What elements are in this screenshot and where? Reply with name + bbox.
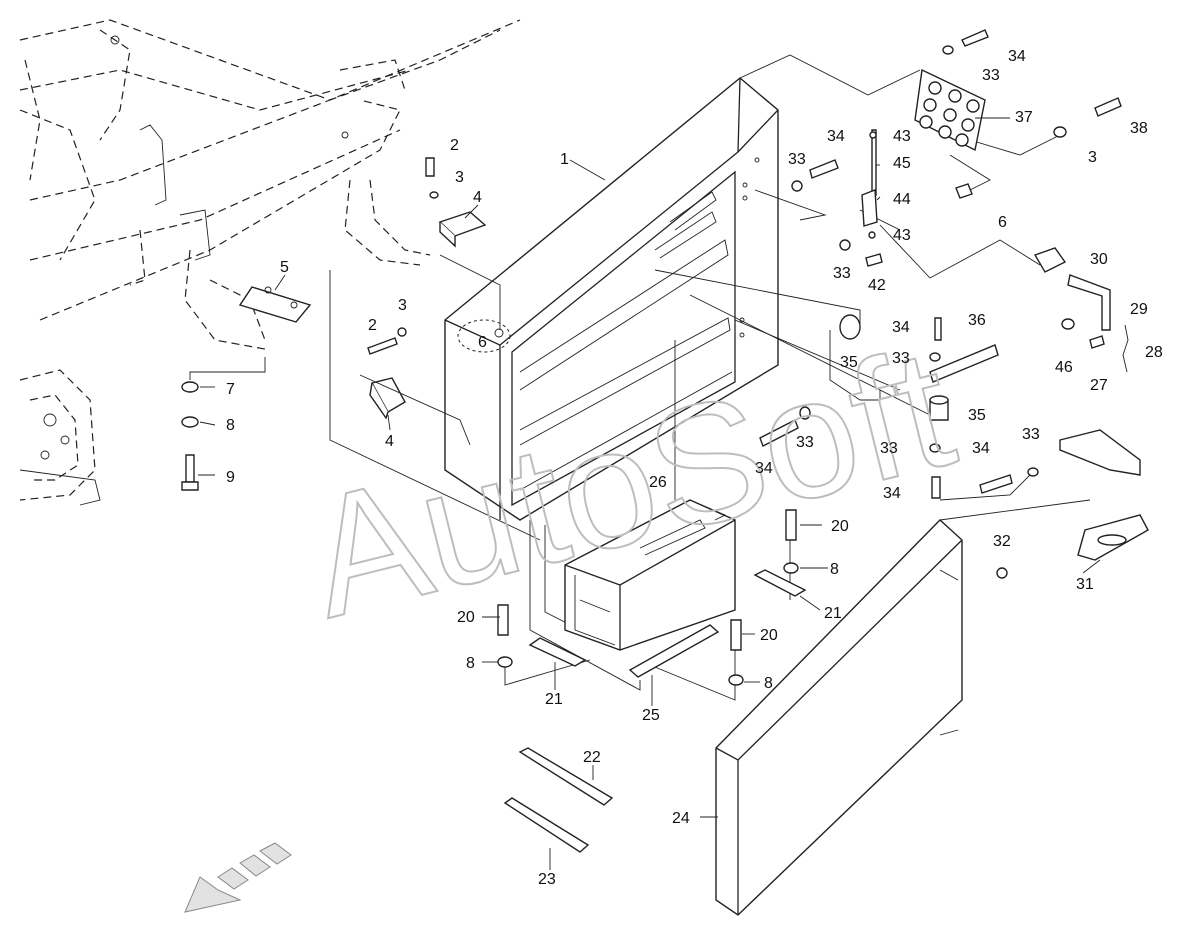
callout-2: 2 — [450, 137, 459, 154]
callout-9: 9 — [226, 469, 235, 486]
callout-25: 25 — [642, 707, 660, 724]
callout-21: 21 — [545, 691, 563, 708]
strips-22-23 — [503, 747, 614, 853]
callout-8: 8 — [764, 675, 773, 692]
rails — [528, 569, 807, 678]
callout-29: 29 — [1130, 301, 1148, 318]
callout-46: 46 — [1055, 359, 1073, 376]
callout-4: 4 — [473, 189, 482, 206]
strip-36 — [929, 317, 999, 383]
callout-33: 33 — [982, 67, 1000, 84]
callout-22: 22 — [583, 749, 601, 766]
callout-43: 43 — [893, 128, 911, 145]
callout-23: 23 — [538, 871, 556, 888]
callout-3: 3 — [1088, 149, 1097, 166]
callout-27: 27 — [1090, 377, 1108, 394]
callout-8: 8 — [830, 561, 839, 578]
callout-labels: 1 2 3 4 5 3 2 6 7 8 9 4 34 33 37 38 3 6 … — [226, 48, 1163, 888]
door-24 — [715, 519, 1008, 916]
callout-7: 7 — [226, 381, 235, 398]
cover-plate-37 — [914, 68, 986, 152]
switch-assembly — [1033, 247, 1129, 373]
callout-8: 8 — [226, 417, 235, 434]
callout-8: 8 — [466, 655, 475, 672]
bracket-5 — [238, 286, 312, 323]
callout-42: 42 — [868, 277, 886, 294]
fasteners-left — [181, 157, 439, 491]
callout-35: 35 — [840, 354, 858, 371]
callout-37: 37 — [1015, 109, 1033, 126]
callout-20: 20 — [457, 609, 475, 626]
callout-44: 44 — [893, 191, 911, 208]
clamp-4-lower — [369, 377, 406, 420]
callout-34: 34 — [892, 319, 910, 336]
callout-33: 33 — [1022, 426, 1040, 443]
callout-1: 1 — [560, 151, 569, 168]
callout-32: 32 — [993, 533, 1011, 550]
callout-28: 28 — [1145, 344, 1163, 361]
callout-33: 33 — [788, 151, 806, 168]
battery-box — [444, 77, 779, 521]
callout-30: 30 — [1090, 251, 1108, 268]
bolt-34-middle — [759, 406, 1039, 494]
callout-3: 3 — [455, 169, 464, 186]
callout-20: 20 — [831, 518, 849, 535]
callout-34: 34 — [755, 460, 773, 477]
bushings-35 — [839, 314, 949, 499]
label-leaders — [198, 117, 1101, 870]
callout-5: 5 — [280, 259, 289, 276]
callout-34: 34 — [1008, 48, 1026, 65]
callout-33: 33 — [880, 440, 898, 457]
callout-4: 4 — [385, 433, 394, 450]
callout-33: 33 — [833, 265, 851, 282]
callout-26: 26 — [649, 474, 667, 491]
bracket-31 — [1059, 429, 1149, 561]
callout-3: 3 — [398, 297, 407, 314]
fasteners-top-right — [791, 29, 1122, 267]
callout-35: 35 — [968, 407, 986, 424]
callout-6: 6 — [478, 334, 487, 351]
callout-38: 38 — [1130, 120, 1148, 137]
assembly-lines — [189, 54, 1091, 701]
callout-20: 20 — [760, 627, 778, 644]
clamp-4-upper — [438, 211, 487, 248]
callout-45: 45 — [893, 155, 911, 172]
callout-34: 34 — [827, 128, 845, 145]
callout-6: 6 — [998, 214, 1007, 231]
callout-24: 24 — [672, 810, 690, 827]
callout-36: 36 — [968, 312, 986, 329]
direction-arrow-icon — [184, 842, 292, 913]
bolts-20 — [497, 509, 799, 686]
callout-33: 33 — [892, 350, 910, 367]
callout-33: 33 — [796, 434, 814, 451]
callout-43: 43 — [893, 227, 911, 244]
callout-2: 2 — [368, 317, 377, 334]
battery-26 — [564, 499, 736, 651]
callout-34: 34 — [883, 485, 901, 502]
callout-21: 21 — [824, 605, 842, 622]
callout-31: 31 — [1076, 576, 1094, 593]
callout-34: 34 — [972, 440, 990, 457]
